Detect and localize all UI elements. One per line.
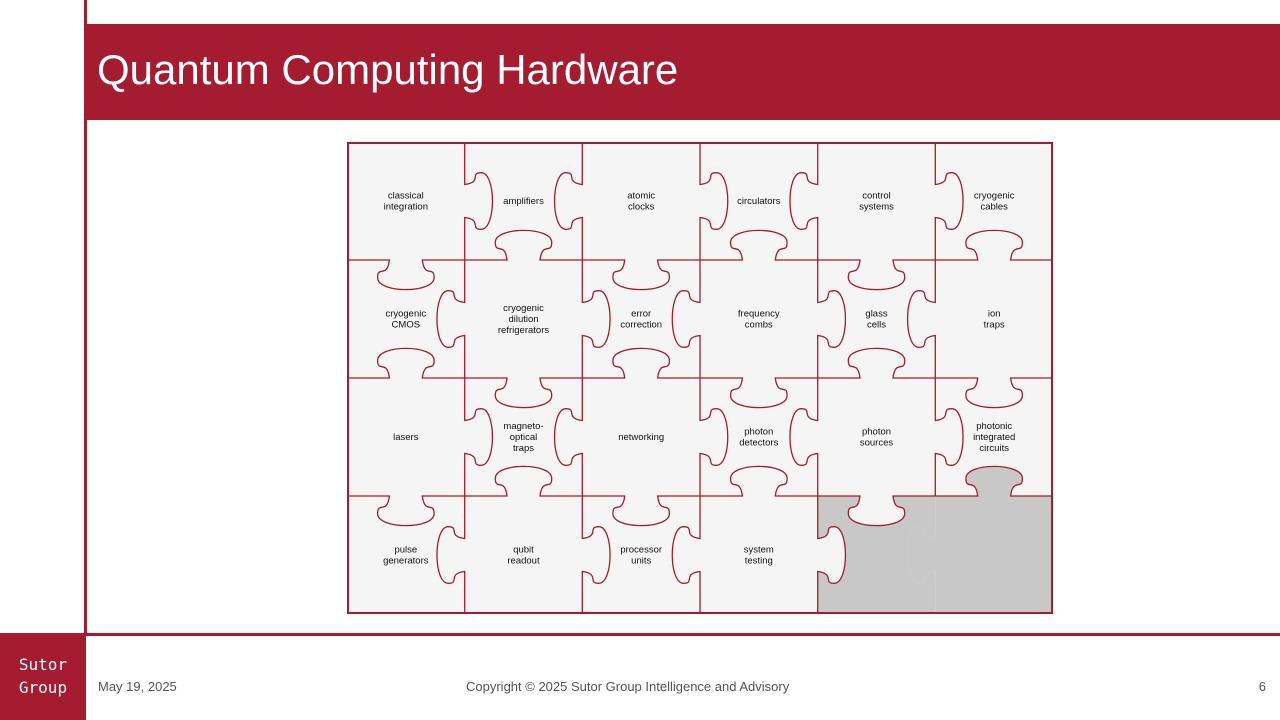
puzzle-edge [934, 378, 964, 496]
page-number: 6 [1258, 679, 1266, 694]
puzzle-edge [436, 260, 466, 378]
puzzle-edge [347, 495, 465, 527]
missing-piece [817, 496, 936, 614]
puzzle-edge [581, 260, 611, 378]
puzzle-edge [671, 260, 701, 378]
puzzle-edge [436, 496, 466, 614]
puzzle-edge [347, 347, 465, 379]
puzzle-edge [817, 495, 936, 527]
missing-pieces [817, 466, 1053, 614]
puzzle-edge [906, 260, 936, 378]
puzzle-edge [581, 496, 611, 614]
puzzle-edge [553, 378, 583, 496]
left-accent-line [84, 0, 87, 636]
puzzle-edge [464, 229, 583, 261]
puzzle-edge [817, 260, 847, 378]
missing-piece [907, 466, 1053, 614]
puzzle-edge [935, 465, 1053, 497]
puzzle-edge [789, 142, 819, 260]
puzzle-edge [935, 229, 1053, 261]
logo-line-2: Group [18, 678, 68, 697]
piece-label: amplifiers [503, 196, 544, 207]
puzzle-edge [700, 377, 818, 409]
puzzle-edge [582, 259, 700, 291]
piece-label: networking [618, 432, 664, 443]
puzzle-edge [789, 378, 819, 496]
puzzle-edge [347, 259, 465, 291]
logo: Sutor Group [0, 633, 86, 720]
puzzle-edge [817, 496, 847, 614]
title-bar: Quantum Computing Hardware [87, 24, 1280, 120]
puzzle-edge [935, 377, 1053, 409]
puzzle-edge [671, 496, 701, 614]
puzzle-edge [700, 229, 818, 261]
puzzle-border [347, 142, 1053, 614]
puzzle-edge [934, 142, 964, 260]
puzzle-edge [700, 465, 818, 497]
slide-title: Quantum Computing Hardware [97, 46, 679, 93]
puzzle-edge [582, 347, 700, 379]
piece-label: circulators [737, 196, 781, 207]
puzzle-edge [464, 142, 494, 260]
puzzle-edge [817, 347, 936, 379]
puzzle-edge [464, 378, 494, 496]
puzzle-edge [582, 495, 700, 527]
puzzle-edge [699, 142, 729, 260]
puzzle-edge [553, 142, 583, 260]
piece-label: lasers [393, 432, 419, 443]
footer-date: May 19, 2025 [98, 679, 177, 694]
puzzle-edge [817, 259, 936, 291]
footer-copyright: Copyright © 2025 Sutor Group Intelligenc… [466, 679, 790, 694]
puzzle-edge [464, 465, 583, 497]
puzzle-edge [464, 377, 583, 409]
logo-line-1: Sutor [18, 655, 68, 674]
footer-divider [84, 633, 1280, 636]
puzzle-edge [699, 378, 729, 496]
